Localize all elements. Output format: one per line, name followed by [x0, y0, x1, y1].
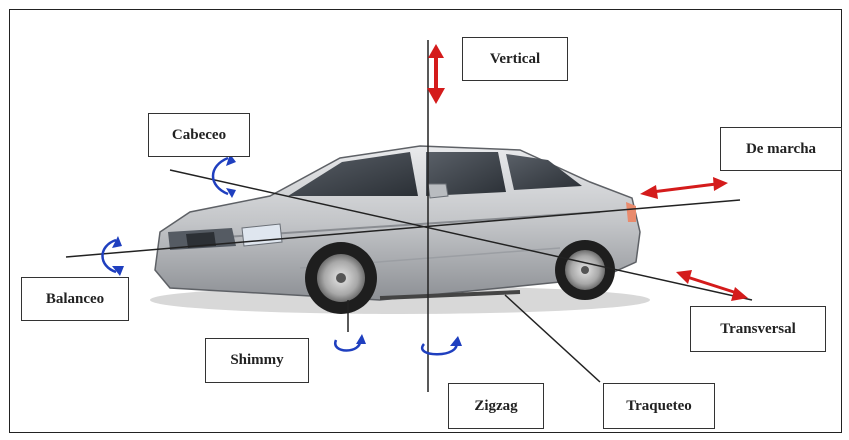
label-cabeceo: Cabeceo [148, 113, 250, 157]
zigzag-rotation-icon [420, 336, 462, 356]
rotation-arrows [101, 154, 462, 356]
transversal-arrow [676, 270, 748, 301]
label-de-marcha: De marcha [720, 127, 842, 171]
axis-lines [65, 40, 753, 392]
label-transversal: Transversal [690, 306, 826, 352]
label-zigzag: Zigzag [448, 383, 544, 429]
pitch-rotation-icon [211, 154, 236, 198]
label-traqueteo: Traqueteo [603, 383, 715, 429]
linear-arrows [427, 44, 748, 301]
label-vertical: Vertical [462, 37, 568, 81]
longitudinal-arrow [640, 177, 728, 199]
vertical-arrow [427, 44, 445, 104]
label-balanceo: Balanceo [21, 277, 129, 321]
shimmy-rotation-icon [334, 334, 366, 352]
roll-rotation-icon [101, 236, 124, 276]
label-shimmy: Shimmy [205, 338, 309, 383]
car-illustration [150, 145, 650, 314]
